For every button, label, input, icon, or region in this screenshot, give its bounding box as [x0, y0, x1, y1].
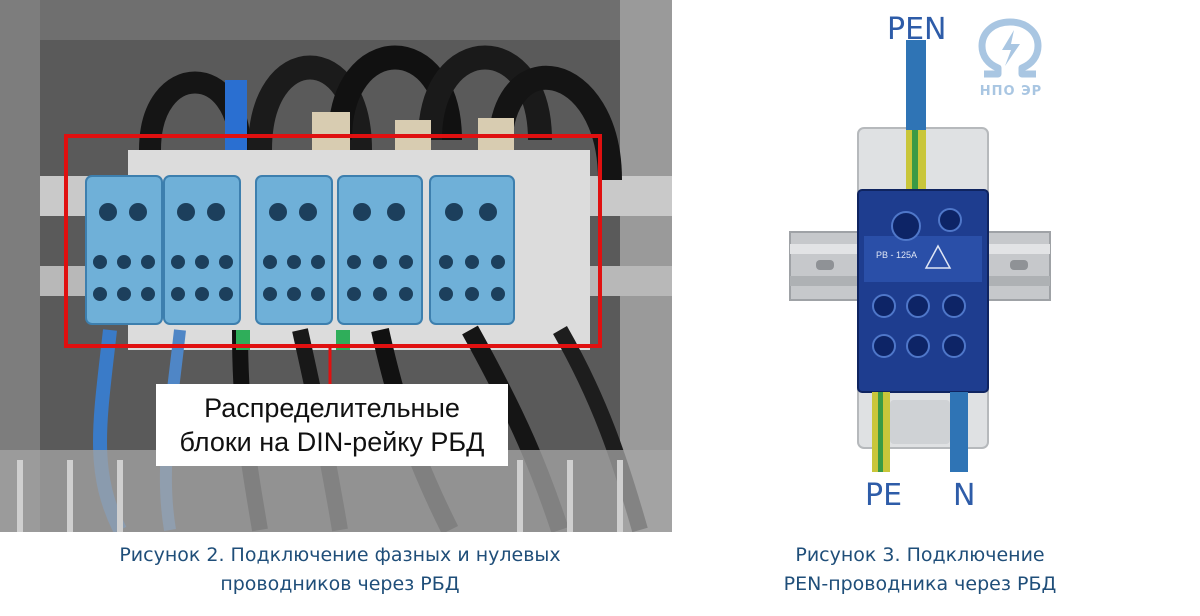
label-pe: PE: [865, 478, 903, 513]
logo-text: НПО ЭР: [979, 84, 1043, 99]
rbd-block: [857, 189, 989, 393]
block-marking: PB - 125A: [876, 250, 917, 260]
highlight-frame: [64, 134, 602, 348]
callout-box: Распределительные блоки на DIN-рейку РБД: [156, 384, 508, 466]
photo-illustration: [0, 0, 672, 532]
figure-3-caption: Рисунок 3. Подключение PEN-проводника че…: [700, 541, 1140, 599]
figure-2-caption: Рисунок 2. Подключение фазных и нулевых …: [40, 541, 640, 599]
label-pen: PEN: [887, 12, 947, 47]
callout-line-1: Распределительные: [204, 393, 460, 423]
distribution-blocks-photo: Распределительные блоки на DIN-рейку РБД: [0, 0, 672, 532]
figure-2-caption-line-2: проводников через РБД: [220, 573, 460, 595]
figure-3-caption-line-2: PEN-проводника через РБД: [783, 573, 1057, 595]
figure-2-caption-line-1: Рисунок 2. Подключение фазных и нулевых: [119, 544, 561, 566]
label-n: N: [953, 478, 976, 513]
omega-lightning-icon: [978, 18, 1042, 78]
pen-block-illustration: PB - 125A: [789, 40, 1051, 472]
figure-3-caption-line-1: Рисунок 3. Подключение: [795, 544, 1045, 566]
callout-line-2: блоки на DIN-рейку РБД: [179, 427, 485, 457]
